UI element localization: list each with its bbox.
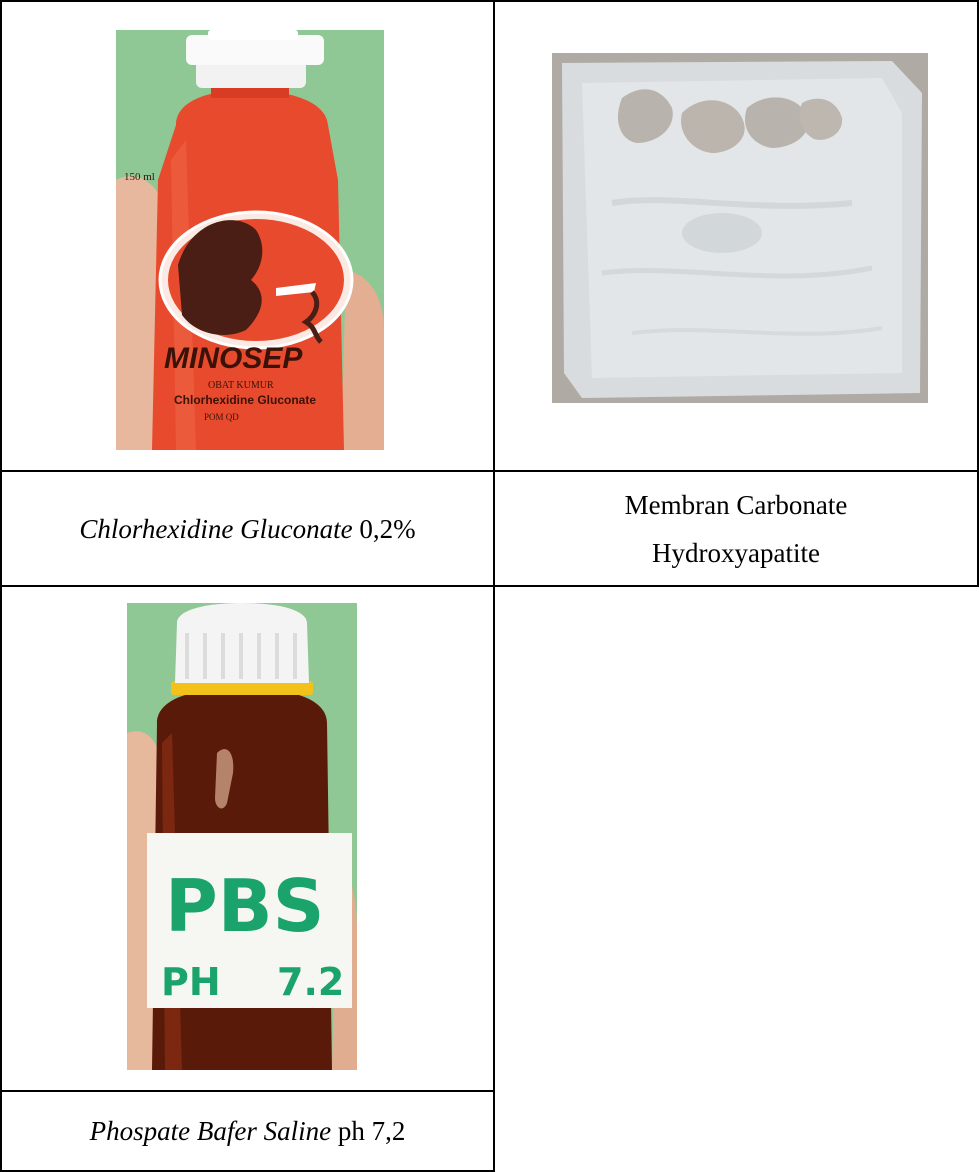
bottle-sub1-text: OBAT KUMUR xyxy=(208,380,274,391)
membrane-photo xyxy=(552,53,928,403)
caption-membrane-line2: Hydroxyapatite xyxy=(652,537,820,568)
table-divider-row3 xyxy=(0,1090,494,1092)
caption-chlorhexidine-italic: Chlorhexidine Gluconate xyxy=(79,513,353,544)
caption-chlorhexidine: Chlorhexidine Gluconate 0,2% xyxy=(2,472,493,585)
caption-membrane-line1: Membran Carbonate xyxy=(624,489,848,520)
bottle-brand-text: MINOSEP xyxy=(164,342,303,375)
table-border-bottom xyxy=(0,1170,494,1172)
mouthwash-bottle-photo: 150 ml MINOSEP OBAT KUMUR Chlorhexidine … xyxy=(116,30,384,450)
caption-pbs: Phospate Bafer Saline ph 7,2 xyxy=(2,1092,493,1170)
table-border-right xyxy=(977,0,979,586)
caption-chlorhexidine-normal: 0,2% xyxy=(352,513,416,544)
bottle-sub3-text: POM QD xyxy=(204,412,239,422)
pbs-label-value: 7.2 xyxy=(277,960,344,1004)
table-divider-row1 xyxy=(0,470,979,472)
pbs-bottle-photo: PBS PH 7.2 xyxy=(127,603,357,1070)
pbs-label-ph: PH xyxy=(161,960,221,1004)
bottle-sub2-text: Chlorhexidine Gluconate xyxy=(174,393,316,407)
pbs-label-line1: PBS xyxy=(165,864,325,948)
table-divider-row2 xyxy=(0,585,979,587)
caption-pbs-normal: ph 7,2 xyxy=(331,1116,406,1146)
bottle-volume-text: 150 ml xyxy=(124,171,155,183)
caption-pbs-italic: Phospate Bafer Saline xyxy=(89,1116,332,1146)
caption-membrane: Membran Carbonate Hydroxyapatite xyxy=(495,472,977,585)
table-border-top xyxy=(0,0,979,2)
